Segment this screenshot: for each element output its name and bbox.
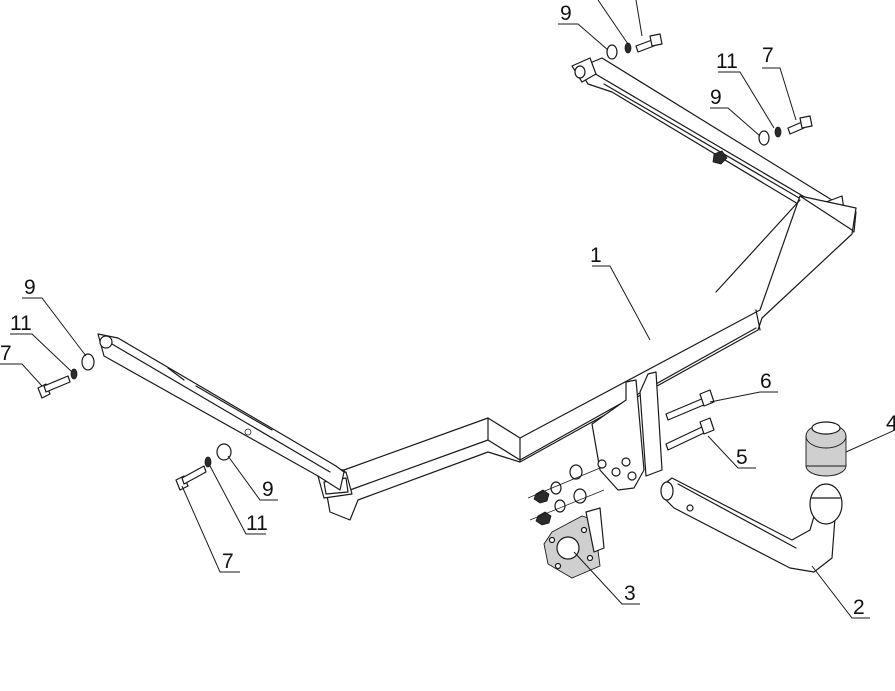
top-fastener-set-a xyxy=(606,33,663,60)
label-7-right: 7 xyxy=(762,44,774,67)
label-2: 2 xyxy=(853,596,865,619)
label-7-left-bottom: 7 xyxy=(222,550,234,573)
socket-plate xyxy=(543,507,605,579)
label-9-left-bottom: 9 xyxy=(262,478,274,501)
bracket-fasteners xyxy=(527,464,605,526)
label-5: 5 xyxy=(736,446,748,469)
bolt-6 xyxy=(665,389,715,421)
towbar-frame xyxy=(97,57,857,521)
label-3: 3 xyxy=(624,582,636,605)
label-4: 4 xyxy=(886,412,895,435)
label-9-left-top: 9 xyxy=(24,276,36,299)
label-11-right: 11 xyxy=(716,50,738,73)
ball-bar xyxy=(660,477,843,573)
ball-cover xyxy=(805,421,847,477)
callout-labels: 1 2 3 4 5 6 9 11 7 9 9 11 7 9 11 7 xyxy=(0,2,895,619)
bolt-5 xyxy=(665,417,715,451)
left-fastener-set-b xyxy=(175,443,232,491)
left-fastener-set-a xyxy=(37,353,95,399)
label-6: 6 xyxy=(760,370,772,393)
label-7-left-top: 7 xyxy=(0,342,12,365)
label-9-top: 9 xyxy=(560,2,572,25)
label-11-left-top: 11 xyxy=(10,312,32,335)
label-11-left-bottom: 11 xyxy=(246,512,268,535)
top-fastener-set-b xyxy=(758,115,813,146)
label-9-right: 9 xyxy=(710,86,722,109)
leader-lines xyxy=(0,0,895,619)
label-1: 1 xyxy=(590,244,602,267)
